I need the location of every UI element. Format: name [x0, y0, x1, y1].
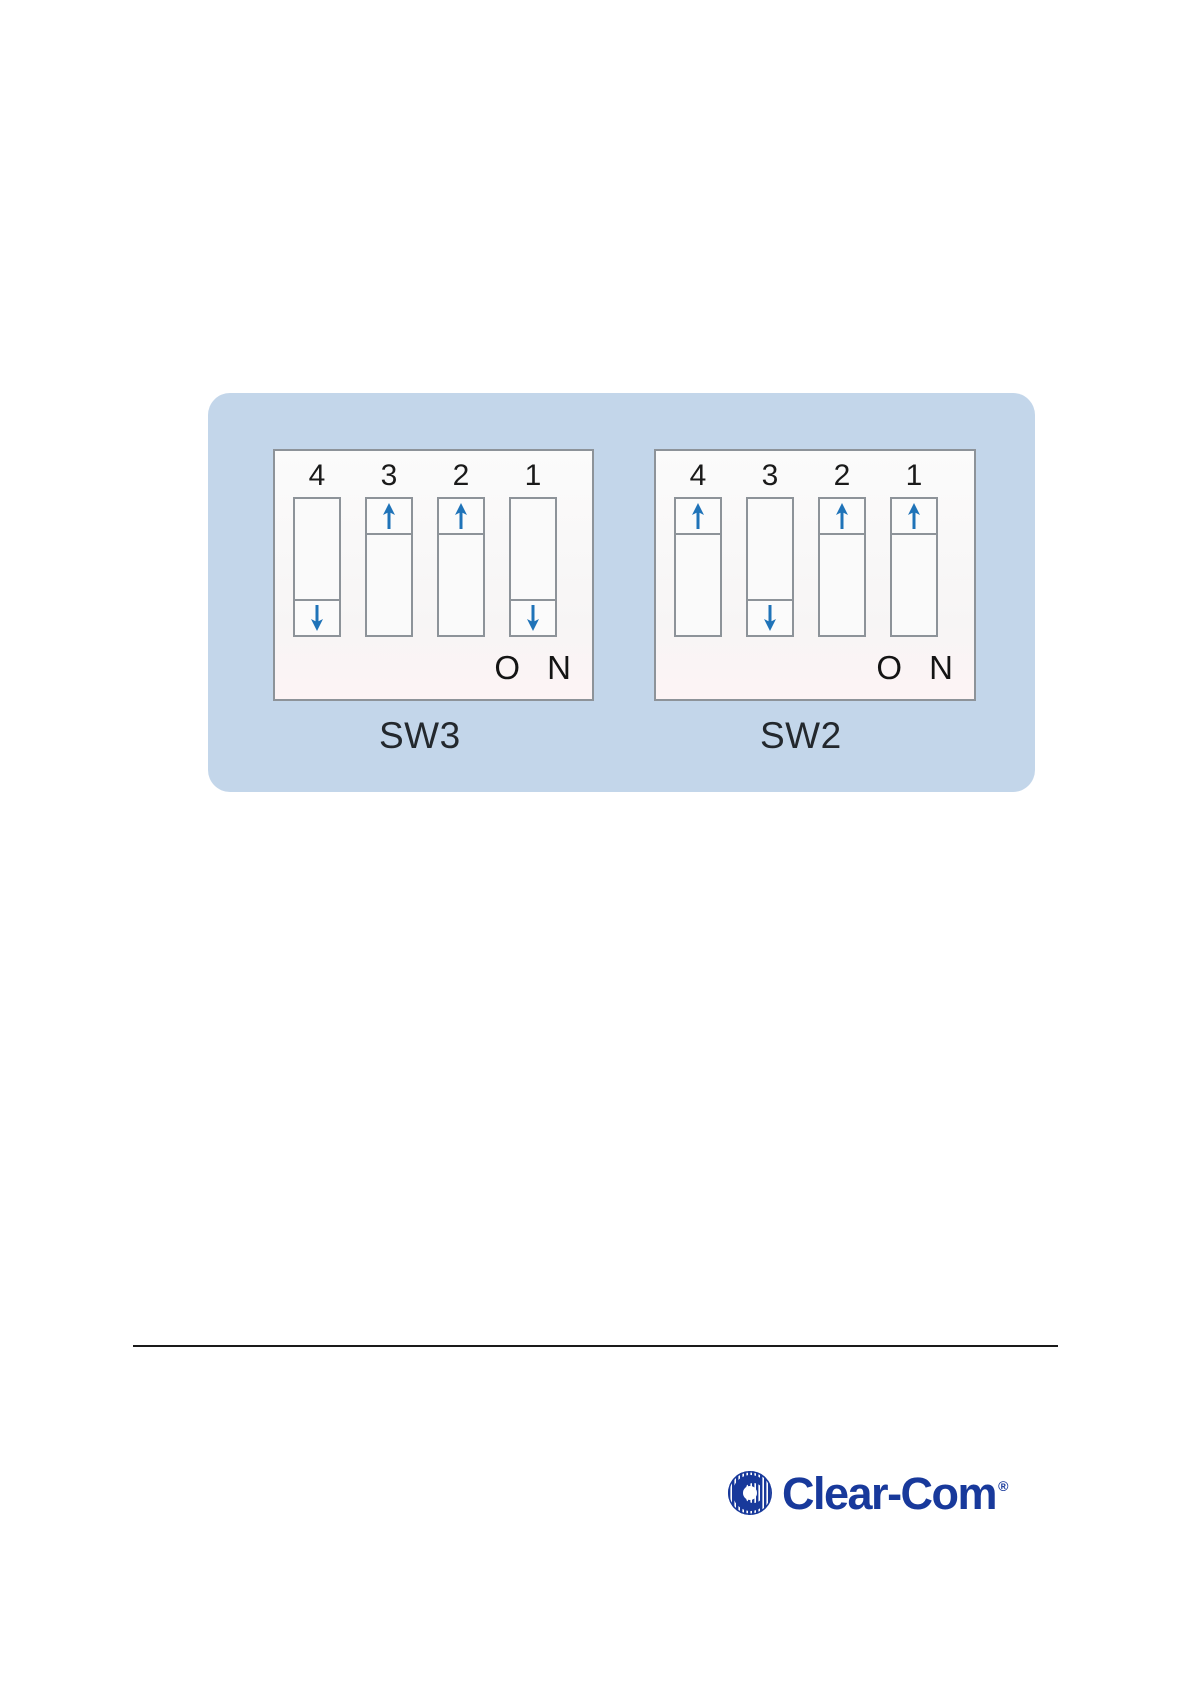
switch-number-row: 4 3 2 1 [275, 457, 592, 497]
dip-switch-sw2-4[interactable] [674, 497, 722, 637]
switch-number-2: 2 [833, 459, 851, 492]
on-label-sw2: O N [876, 649, 962, 686]
dip-switch-sw2-3[interactable] [746, 497, 794, 637]
caption-sw2: SW2 [760, 715, 842, 756]
dip-switch-figure-panel: 4 3 2 1 [208, 393, 1035, 792]
dip-switch-sw3-4[interactable] [293, 497, 341, 637]
logo-wordmark: Clear-Com [782, 1467, 998, 1519]
switch-number-4: 4 [689, 459, 707, 492]
switch-actuator[interactable] [674, 497, 722, 535]
switch-actuator[interactable] [365, 497, 413, 535]
dip-switch-sw3-2[interactable] [437, 497, 485, 637]
up-arrow-icon [455, 503, 467, 529]
footer-divider [133, 1345, 1058, 1347]
dip-switch-block-sw2: 4 3 2 1 [654, 449, 976, 701]
dip-switch-sw2-2[interactable] [818, 497, 866, 637]
down-arrow-icon [527, 605, 539, 631]
up-arrow-icon [383, 503, 395, 529]
switch-number-4: 4 [308, 459, 326, 492]
switch-actuator[interactable] [509, 599, 557, 637]
switch-number-row: 4 3 2 1 [656, 457, 974, 497]
registered-trademark-icon: ® [998, 1478, 1009, 1494]
switch-number-1: 1 [524, 459, 542, 492]
switch-number-3: 3 [761, 459, 779, 492]
switch-actuator[interactable] [746, 599, 794, 637]
switch-actuator[interactable] [437, 497, 485, 535]
up-arrow-icon [908, 503, 920, 529]
down-arrow-icon [764, 605, 776, 631]
clearcom-globe-icon [728, 1471, 772, 1515]
dip-switch-sw2-1[interactable] [890, 497, 938, 637]
switch-number-3: 3 [380, 459, 398, 492]
up-arrow-icon [692, 503, 704, 529]
switch-actuator[interactable] [818, 497, 866, 535]
switch-actuator[interactable] [890, 497, 938, 535]
switch-number-1: 1 [905, 459, 923, 492]
switch-channel-row [275, 497, 592, 637]
down-arrow-icon [311, 605, 323, 631]
switch-number-2: 2 [452, 459, 470, 492]
dip-switch-sw3-1[interactable] [509, 497, 557, 637]
switch-actuator[interactable] [293, 599, 341, 637]
dip-switch-sw3-3[interactable] [365, 497, 413, 637]
switch-channel-row [656, 497, 974, 637]
on-label-sw3: O N [494, 649, 580, 686]
up-arrow-icon [836, 503, 848, 529]
caption-sw3: SW3 [379, 715, 461, 756]
clearcom-logo: Clear-Com ® [722, 1462, 1008, 1524]
dip-switch-block-sw3: 4 3 2 1 [273, 449, 594, 701]
